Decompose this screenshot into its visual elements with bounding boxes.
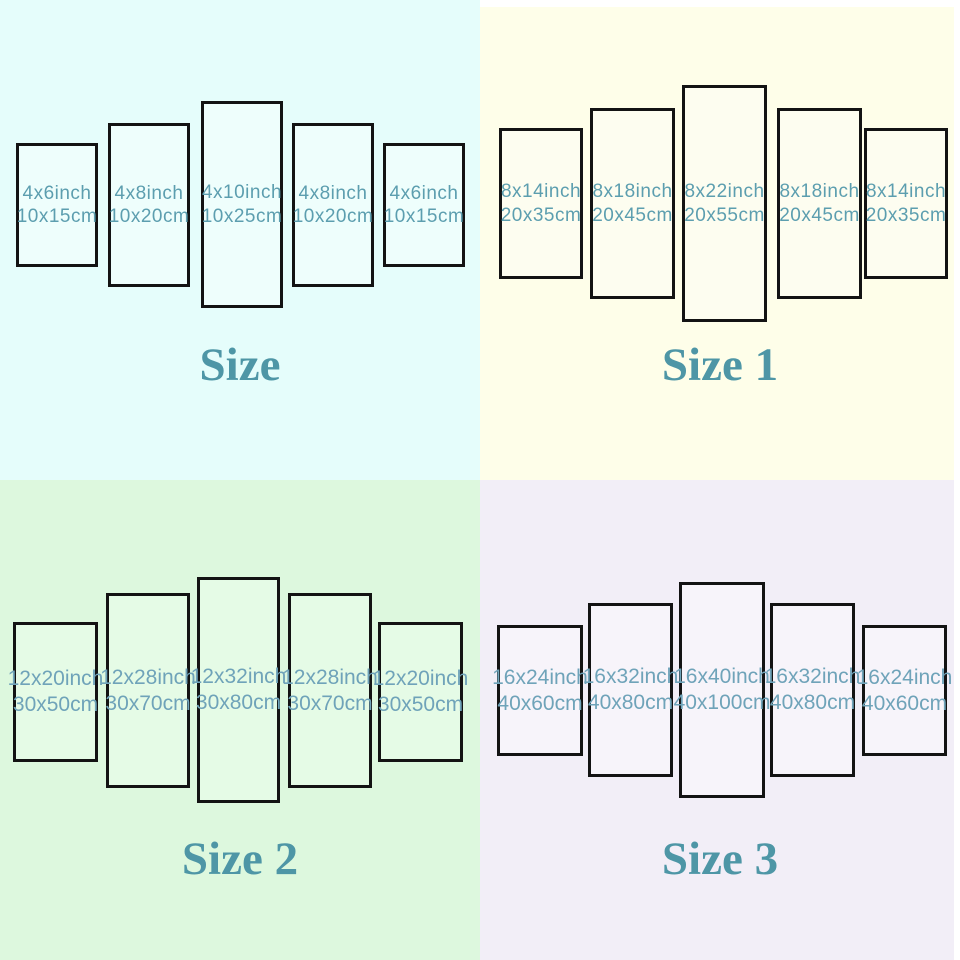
panel-cm-text: 10x15cm	[16, 206, 98, 227]
quadrant-title: Size 3	[661, 833, 779, 885]
panel-cm-text: 40x80cm	[587, 691, 674, 714]
panel-inch-text: 16x32inch	[582, 665, 679, 689]
panel-inch-text: 8x14inch	[865, 181, 947, 203]
panel-inch-text: 4x8inch	[114, 182, 184, 204]
panel-cm-text: 40x60cm	[497, 691, 583, 715]
panel-inch-text: 4x10inch	[201, 182, 283, 204]
white-margin-top	[480, 0, 960, 7]
panel-cm-text: 30x50cm	[12, 693, 99, 716]
panel-inch-text: 8x18inch	[779, 181, 860, 203]
panel-cm-text: 30x70cm	[105, 691, 191, 715]
panel-inch-text: 12x32inch	[190, 665, 287, 689]
panel-inch-text: 12x28inch	[282, 665, 378, 689]
quadrant-title: Size	[199, 339, 281, 391]
panel-cm-text: 40x80cm	[769, 691, 856, 714]
panel-inch-text: 8x18inch	[592, 181, 673, 203]
panel-cm-text: 10x20cm	[108, 206, 190, 227]
panel-cm-text: 20x35cm	[500, 204, 582, 226]
panel-inch-text: 12x20inch	[372, 667, 469, 691]
panel-inch-text: 4x8inch	[298, 182, 368, 204]
panel-cm-text: 10x15cm	[383, 206, 465, 227]
panel-inch-text: 8x14inch	[500, 181, 582, 203]
panel-inch-text: 16x40inch	[674, 665, 770, 689]
panel-cm-text: 30x70cm	[287, 691, 373, 715]
panel-inch-text: 4x6inch	[389, 182, 459, 204]
panel-cm-text: 30x50cm	[377, 693, 464, 716]
panel-cm-text: 20x35cm	[865, 204, 947, 226]
panel-inch-text: 12x28inch	[100, 665, 196, 689]
panel-cm-text: 40x100cm	[673, 691, 771, 714]
panel-inch-text: 8x22inch	[684, 181, 765, 203]
panel-cm-text: 20x45cm	[779, 204, 860, 226]
panel-cm-text: 10x20cm	[292, 206, 374, 227]
panel-inch-text: 16x24inch	[856, 665, 953, 689]
quadrant-title: Size 1	[661, 339, 779, 391]
quadrant-title: Size 2	[181, 833, 299, 885]
panel-cm-text: 40x60cm	[861, 691, 948, 715]
panel-inch-text: 12x20inch	[7, 667, 104, 691]
panel-cm-text: 10x25cm	[201, 205, 283, 227]
panel-inch-text: 16x24inch	[492, 665, 588, 689]
panel-inch-text: 4x6inch	[22, 182, 92, 204]
panel-inch-text: 16x32inch	[764, 665, 861, 689]
panel-cm-text: 20x45cm	[592, 204, 673, 226]
panel-cm-text: 20x55cm	[684, 204, 765, 226]
white-margin-right	[954, 0, 960, 960]
panel-cm-text: 30x80cm	[195, 691, 282, 714]
